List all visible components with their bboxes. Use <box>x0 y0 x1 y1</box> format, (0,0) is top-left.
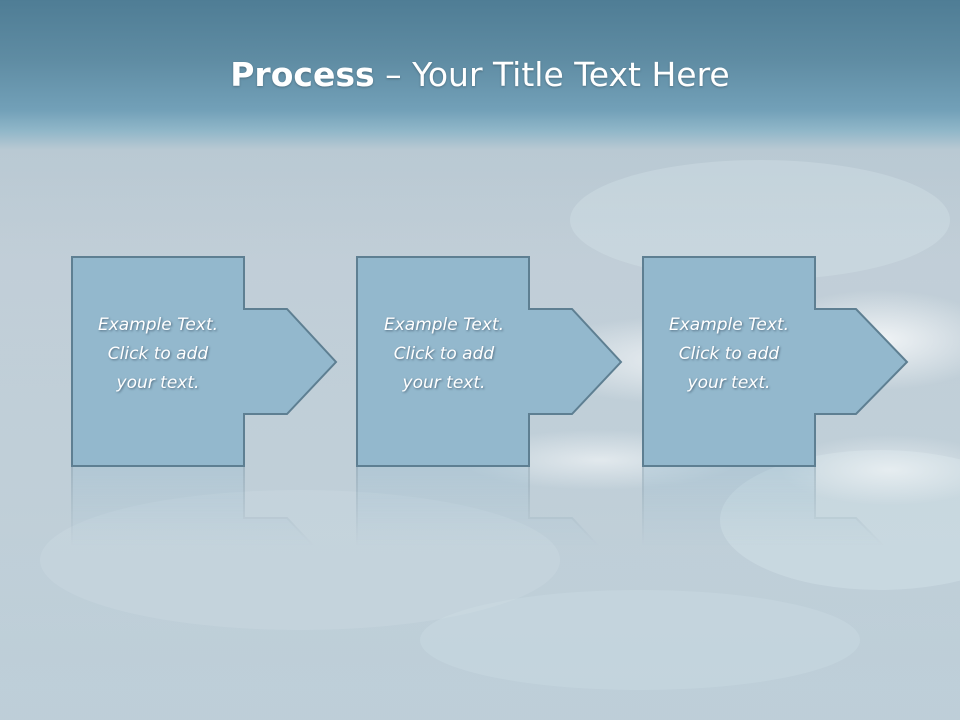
process-step-shape[interactable] <box>356 256 623 467</box>
process-step-1-text[interactable]: Example Text. Click to add your text. <box>72 311 244 398</box>
step-text-line: Example Text. <box>668 315 790 335</box>
process-step-shape[interactable] <box>642 256 909 467</box>
diagram-reflection <box>71 465 909 676</box>
process-step-shape[interactable] <box>71 256 338 467</box>
step-text-line: your text. <box>402 373 486 393</box>
step-text-line: your text. <box>116 373 200 393</box>
step-text-line: Example Text. <box>383 315 505 335</box>
step-text-line: Click to add <box>678 344 780 364</box>
title-regular-text: – Your Title Text Here <box>374 55 730 94</box>
step-text-line: Click to add <box>107 344 209 364</box>
process-step-3-text[interactable]: Example Text. Click to add your text. <box>643 311 815 398</box>
step-text-line: Click to add <box>393 344 495 364</box>
slide-title[interactable]: Process – Your Title Text Here <box>0 52 960 98</box>
process-step-2-text[interactable]: Example Text. Click to add your text. <box>358 311 530 398</box>
step-text-line: Example Text. <box>97 315 219 335</box>
title-bold-text: Process <box>230 55 375 94</box>
step-text-line: your text. <box>687 373 771 393</box>
